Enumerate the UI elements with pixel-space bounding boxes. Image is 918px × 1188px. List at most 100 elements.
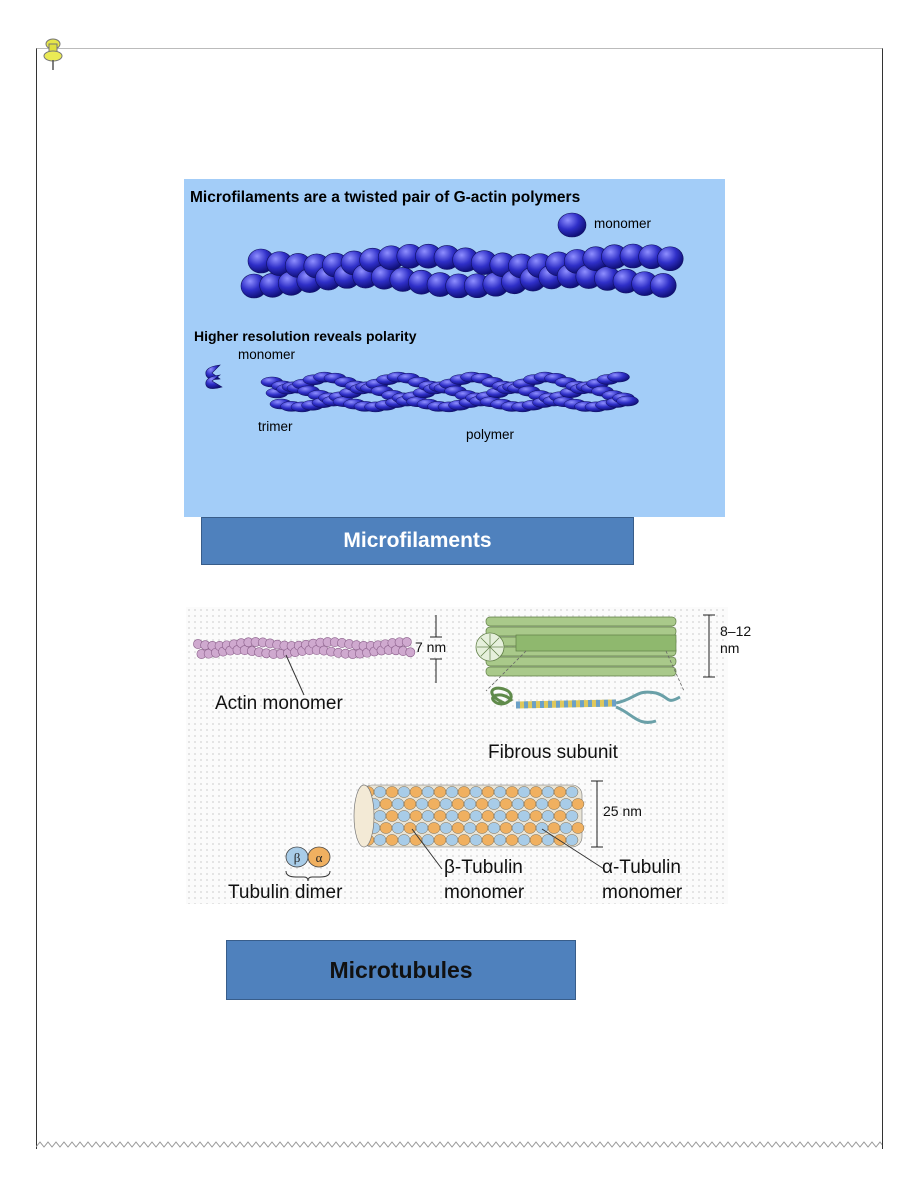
size-7nm-label: 7 nm (415, 639, 447, 655)
size-8-12nm-label: 8–12 nm (720, 623, 752, 656)
actin-bead (649, 273, 677, 298)
tubulin-subunit (469, 834, 483, 846)
microtubule-end (353, 784, 375, 848)
tubulin-subunit (373, 834, 387, 846)
filament-cutaway (515, 634, 677, 652)
tubulin-subunit (529, 786, 543, 798)
tubulin-subunit (415, 822, 429, 834)
tubulin-subunit (559, 798, 573, 810)
tubulin-subunit (409, 786, 423, 798)
filament-rod (485, 656, 677, 667)
tubulin-subunit (559, 822, 573, 834)
actin-bead (656, 246, 684, 272)
tubulin-subunit (493, 786, 507, 798)
tubulin-subunit (475, 798, 489, 810)
actin-monomer-bead (557, 212, 587, 238)
tubulin-subunit (523, 798, 537, 810)
tubulin-subunit (541, 786, 555, 798)
tubulin-subunit (475, 822, 489, 834)
polar-monomer (205, 364, 221, 380)
tubulin-subunit (517, 810, 531, 822)
page-frame (36, 48, 883, 1149)
tubulin-subunit (529, 834, 543, 846)
tubulin-subunit (565, 834, 579, 846)
tubulin-subunit (553, 810, 567, 822)
tubulin-subunit (457, 834, 471, 846)
tubulin-subunit (487, 822, 501, 834)
tubulin-subunit (493, 810, 507, 822)
tubulin-subunit (439, 822, 453, 834)
tubulin-subunit (427, 822, 441, 834)
tubulin-subunit (397, 834, 411, 846)
tubulin-subunit (481, 786, 495, 798)
tubulin-subunit (445, 810, 459, 822)
tubulin-subunit (511, 822, 525, 834)
polymer-subunit (616, 395, 639, 407)
page-break-zigzag (36, 1141, 882, 1148)
microfilament-figure: Microfilaments are a twisted pair of G-a… (184, 179, 725, 517)
tubulin-subunit (379, 822, 393, 834)
tubulin-subunit (523, 822, 537, 834)
tubulin-subunit (529, 810, 543, 822)
tubulin-subunit (511, 798, 525, 810)
tubulin-subunit (547, 822, 561, 834)
tubulin-subunit (391, 798, 405, 810)
figure1-trimer-label: trimer (258, 419, 293, 434)
tubulin-subunit (433, 834, 447, 846)
beta-tubulin-label: β-Tubulin (444, 857, 523, 878)
fibrous-subunit-label: Fibrous subunit (488, 742, 618, 763)
figure1-subtitle: Higher resolution reveals polarity (194, 328, 417, 344)
tubulin-subunit (481, 834, 495, 846)
actin-subunit (401, 637, 412, 647)
tubulin-subunit (469, 810, 483, 822)
tubulin-subunit (421, 810, 435, 822)
tubulin-subunit (397, 810, 411, 822)
tubulin-subunit (565, 810, 579, 822)
tubulin-subunit (505, 810, 519, 822)
tubulin-subunit (451, 798, 465, 810)
tubulin-subunit (505, 834, 519, 846)
tubulin-subunit (415, 798, 429, 810)
tubulin-subunit (421, 834, 435, 846)
tubulin-subunit (439, 798, 453, 810)
microtubules-caption: Microtubules (226, 940, 576, 1000)
filament-end-spoke (480, 637, 491, 648)
tubulin-subunit (493, 834, 507, 846)
actin-leader-line (285, 654, 305, 696)
tubulin-subunit (469, 786, 483, 798)
tubulin-subunit (571, 798, 585, 810)
tubulin-subunit (487, 798, 501, 810)
figure1-polymer-label: polymer (466, 427, 515, 442)
figure1-monomer-label-2: monomer (238, 347, 296, 362)
tubulin-subunit (571, 822, 585, 834)
tubulin-subunit (499, 798, 513, 810)
guide-line (485, 650, 527, 692)
polar-monomer (205, 374, 223, 389)
microfilament-drawing (205, 212, 684, 413)
fibrous-tail (615, 705, 657, 724)
beta-symbol: β (294, 850, 301, 865)
beta-leader-line (411, 828, 443, 870)
pushpin-icon[interactable] (40, 36, 66, 72)
tubulin-subunit (463, 798, 477, 810)
filament-end-spoke (489, 646, 500, 657)
microfilaments-caption: Microfilaments (201, 517, 634, 565)
polymer-subunit (607, 371, 630, 383)
tubulin-subunit (541, 810, 555, 822)
tubulin-subunit (391, 822, 405, 834)
alpha-leader-line (541, 828, 605, 870)
tubulin-subunit (517, 786, 531, 798)
fibrous-tail (615, 690, 681, 705)
alpha-subunit-icon (307, 846, 331, 868)
tubulin-subunit (463, 822, 477, 834)
tubulin-subunit (433, 786, 447, 798)
tubulin-subunit (403, 798, 417, 810)
filament-end-spoke (480, 646, 491, 657)
alpha-monomer-label: monomer (602, 882, 683, 903)
tubulin-subunit (409, 810, 423, 822)
tubulin-subunit (379, 798, 393, 810)
figure1-title: Microfilaments are a twisted pair of G-a… (190, 189, 581, 206)
tubulin-subunit (481, 810, 495, 822)
tubulin-subunit (547, 798, 561, 810)
